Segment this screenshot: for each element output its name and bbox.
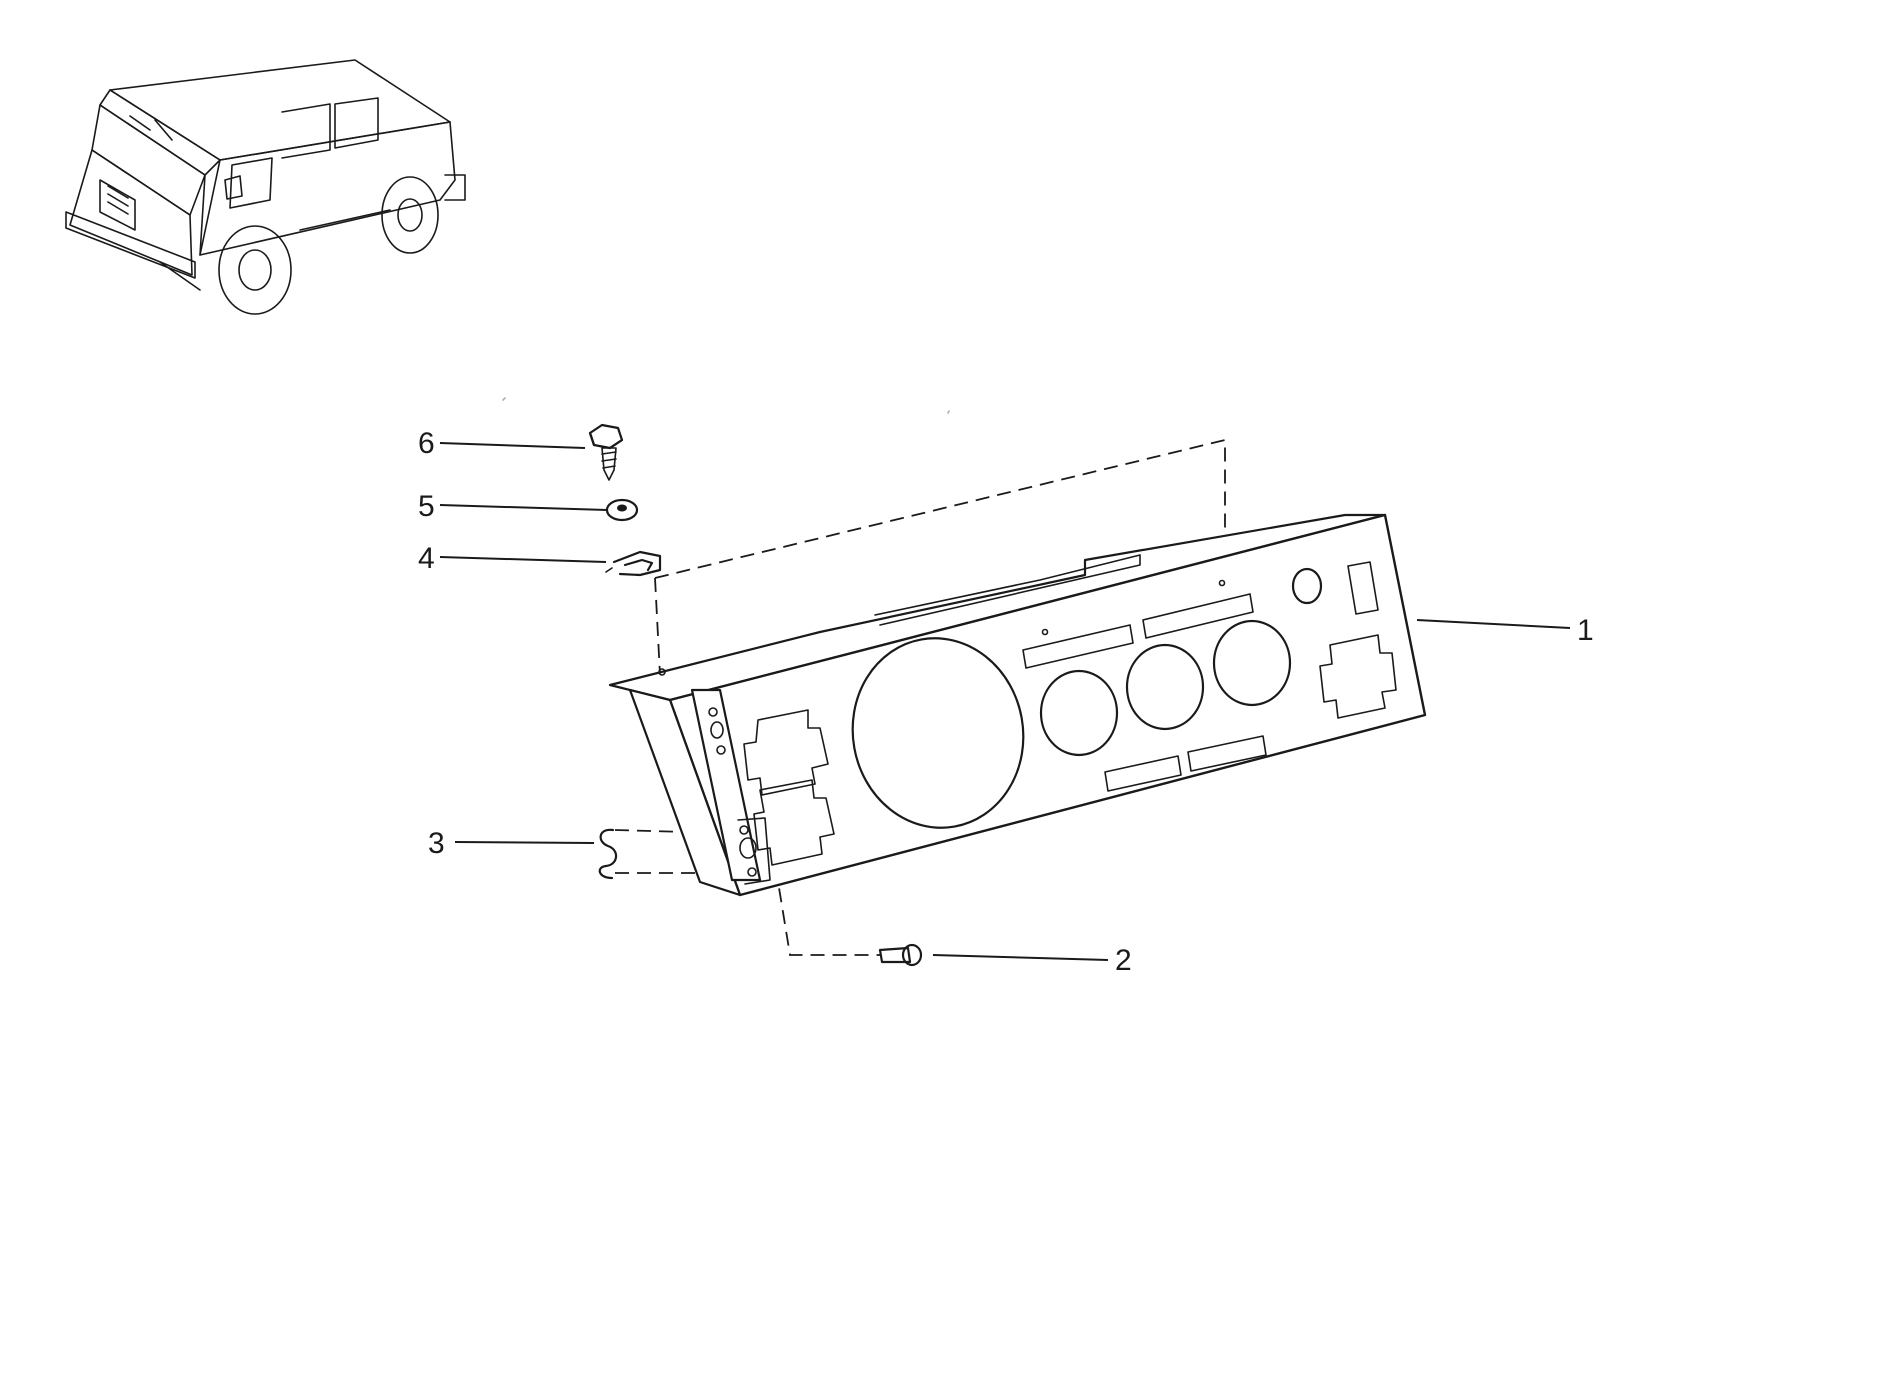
- hook-part-3: [598, 828, 618, 880]
- callout-labels: 1 2 3 4 5 6: [418, 427, 1594, 977]
- scan-marks: [502, 397, 950, 414]
- callout-4: 4: [418, 542, 435, 575]
- vehicle-thumbnail: [65, 59, 466, 315]
- clip-part-4: [605, 550, 662, 577]
- callout-1: 1: [1577, 614, 1594, 647]
- callout-6: 6: [418, 427, 435, 460]
- callout-5: 5: [418, 490, 435, 523]
- callout-3: 3: [428, 827, 445, 860]
- instrument-panel: [608, 513, 1427, 897]
- assembly-lines: [614, 438, 1226, 956]
- pin-part-2: [878, 943, 923, 967]
- callout-2: 2: [1115, 944, 1132, 977]
- leader-lines: [439, 442, 1571, 961]
- bolt-part-6: [588, 423, 624, 481]
- washer-part-5: [605, 498, 639, 522]
